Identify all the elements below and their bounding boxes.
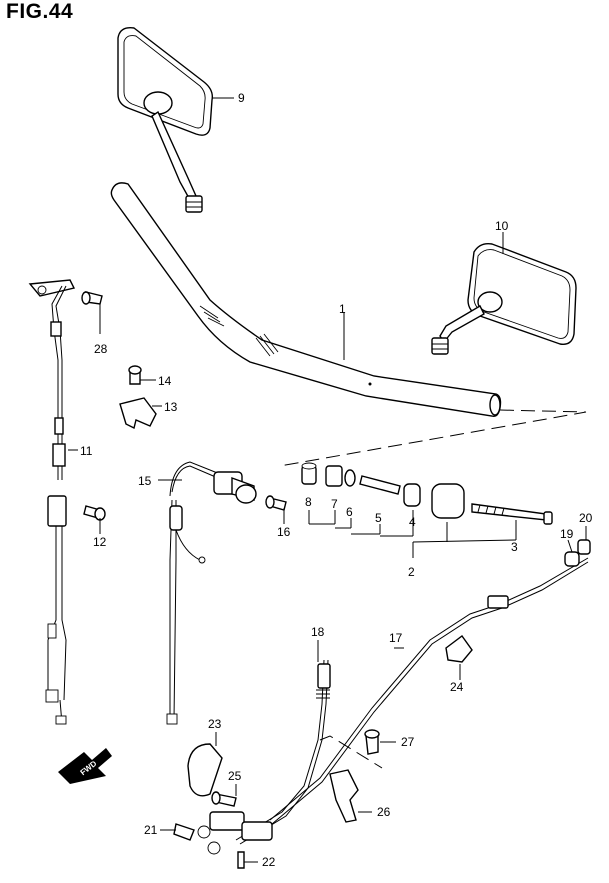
group-bracket xyxy=(308,510,517,558)
switch-harness[interactable] xyxy=(166,461,287,725)
callout-23: 23 xyxy=(208,717,222,731)
callout-11: 11 xyxy=(80,444,93,458)
small-parts[interactable] xyxy=(173,539,591,869)
callout-12: 12 xyxy=(93,535,107,549)
explode-line-bar-end xyxy=(279,409,587,467)
mirror-right[interactable] xyxy=(431,242,577,355)
callout-17: 17 xyxy=(389,631,403,645)
callout-27: 27 xyxy=(401,735,415,749)
callout-18: 18 xyxy=(311,625,325,639)
callout-8: 8 xyxy=(305,495,312,509)
callout-1: 1 xyxy=(339,302,346,316)
callout-15: 15 xyxy=(138,474,152,488)
callout-labels: 1 2 3 4 5 6 7 8 9 10 11 12 13 14 15 16 1… xyxy=(80,91,593,869)
callout-21: 21 xyxy=(144,823,158,837)
callout-20: 20 xyxy=(579,511,593,525)
bracket-13[interactable] xyxy=(119,365,157,430)
callout-2: 2 xyxy=(408,565,415,579)
explode-line-clamp xyxy=(319,735,383,769)
forward-direction-arrow: FWD xyxy=(58,748,112,784)
callout-10: 10 xyxy=(495,219,509,233)
leader-lines xyxy=(68,97,587,863)
callout-24: 24 xyxy=(450,680,464,694)
bar-end-parts[interactable] xyxy=(301,462,553,525)
callout-5: 5 xyxy=(375,511,382,525)
callout-28: 28 xyxy=(94,342,108,356)
mirror-left[interactable] xyxy=(117,27,214,213)
throttle-cables[interactable] xyxy=(197,557,589,855)
callout-4: 4 xyxy=(409,515,416,529)
callout-14: 14 xyxy=(158,374,172,388)
callout-25: 25 xyxy=(228,769,242,783)
figure-title: FIG.44 xyxy=(6,0,74,23)
callout-13: 13 xyxy=(164,400,178,414)
clutch-cable-left[interactable] xyxy=(28,279,106,725)
callout-19: 19 xyxy=(560,527,574,541)
callout-22: 22 xyxy=(262,855,276,869)
callout-26: 26 xyxy=(377,805,391,819)
callout-3: 3 xyxy=(511,540,518,554)
handlebar[interactable] xyxy=(110,182,502,418)
callout-9: 9 xyxy=(238,91,245,105)
callout-6: 6 xyxy=(346,505,353,519)
callout-16: 16 xyxy=(277,525,291,539)
callout-7: 7 xyxy=(331,497,338,511)
